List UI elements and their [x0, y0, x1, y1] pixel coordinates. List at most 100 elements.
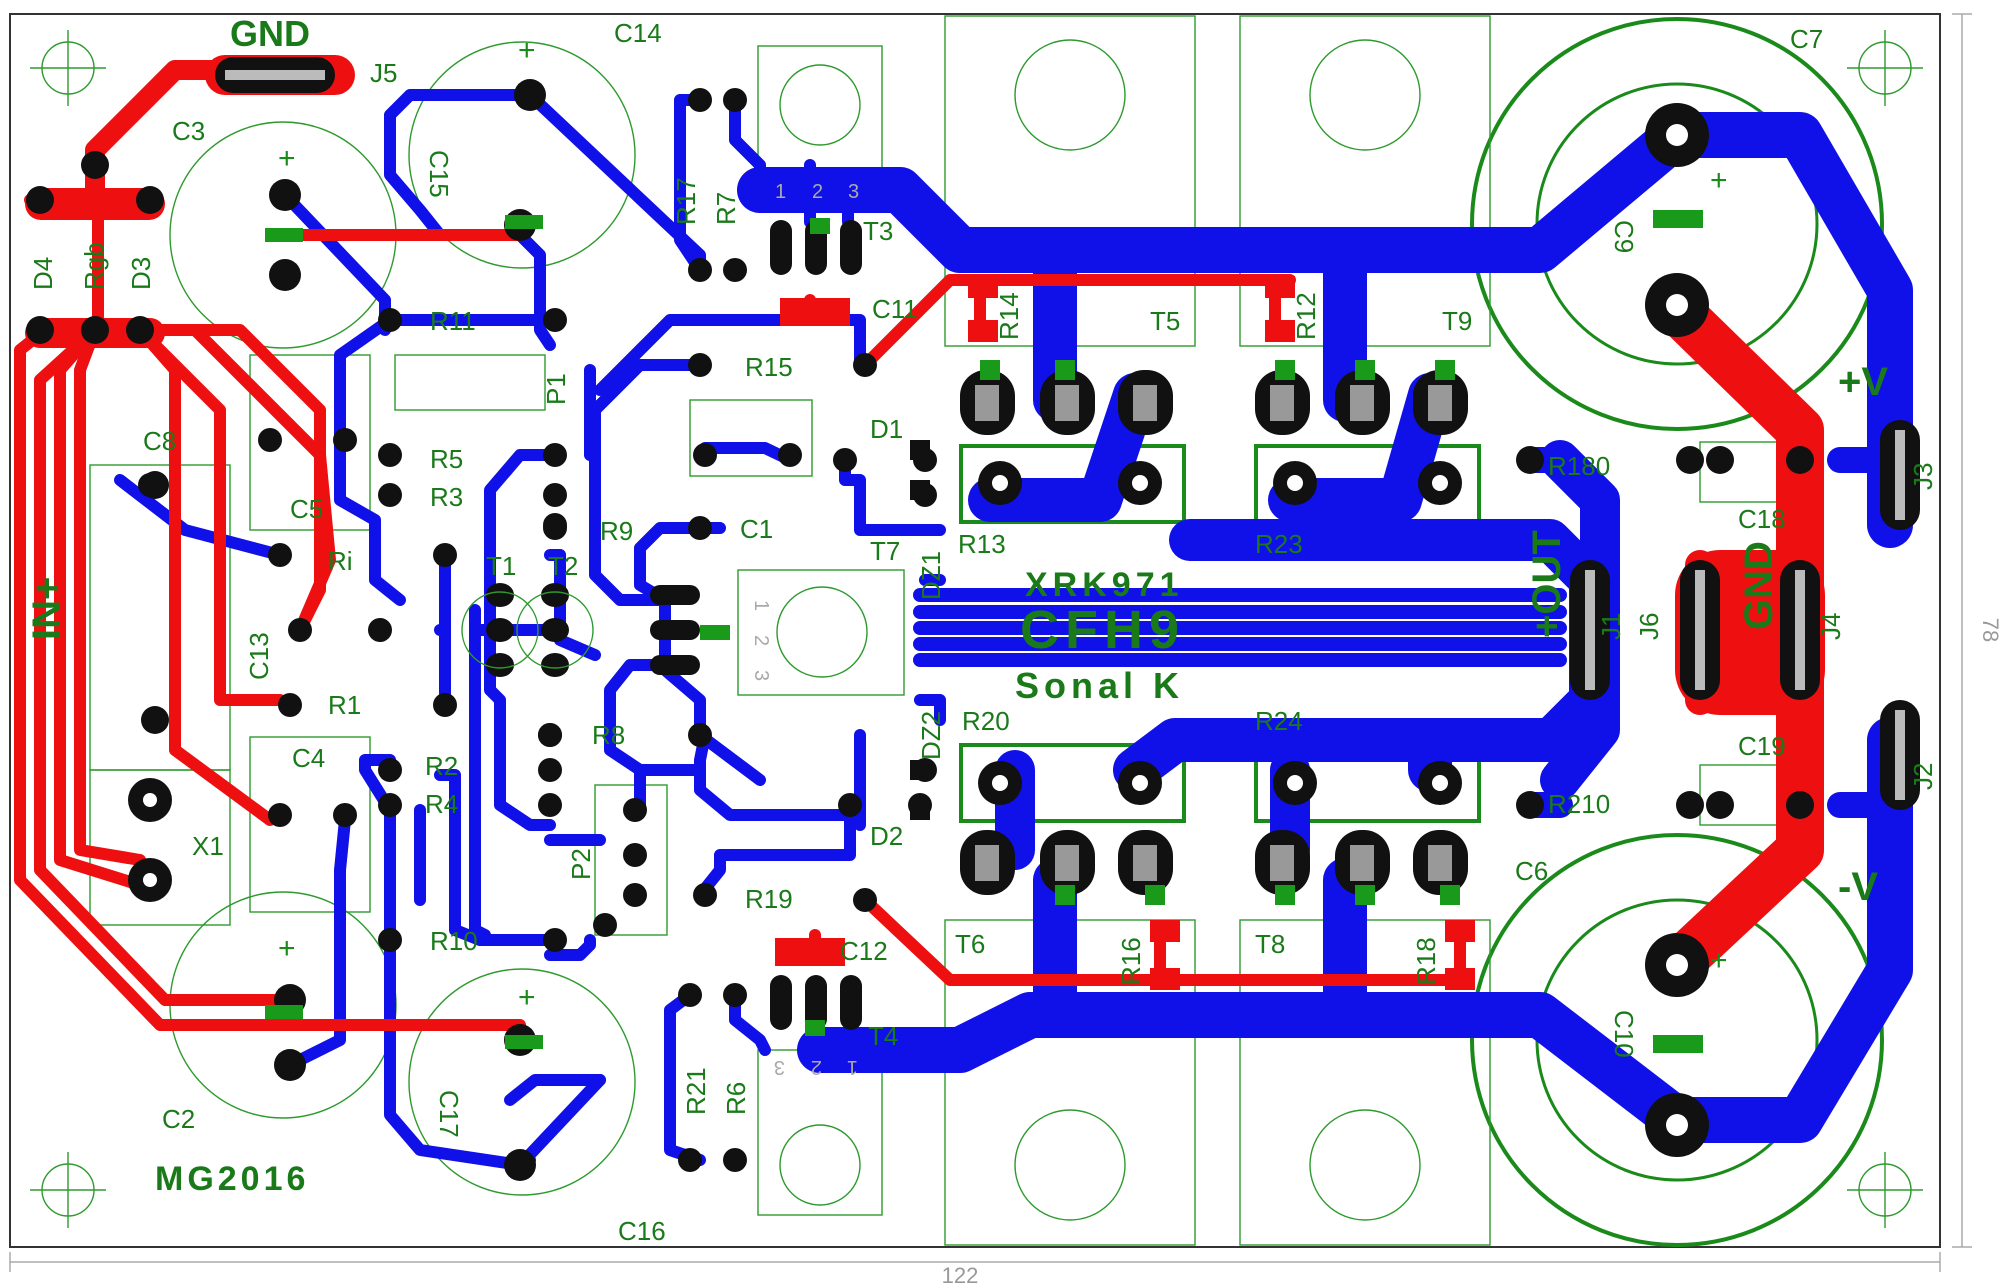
label-r11: R11: [430, 306, 476, 336]
label-t6: T6: [955, 929, 985, 959]
label-c9: C9: [1609, 220, 1639, 253]
label-c7: C7: [1790, 24, 1823, 54]
label-c14: C14: [614, 18, 662, 48]
label-p2: P2: [566, 848, 596, 880]
label-c3: C3: [172, 116, 205, 146]
label-output: +OUT: [1525, 530, 1569, 638]
svg-text:+: +: [518, 981, 536, 1014]
label-j1: J1: [1596, 613, 1626, 640]
label-d3: D3: [126, 257, 156, 290]
board-title-line1: XRK971: [1025, 566, 1184, 604]
label-d1: D1: [870, 414, 903, 444]
pin-numbers: 1 2 3 1 2 3 3 2 1: [750, 181, 859, 1078]
label-c1: C1: [740, 514, 773, 544]
board-title-line2: CFH9: [1020, 600, 1185, 660]
label-plus-v: +V: [1838, 360, 1888, 404]
label-c6: C6: [1515, 856, 1548, 886]
board-signature: MG2016: [155, 1160, 309, 1198]
component-labels: C14 C3 J5 C15 R17 R7 T3 C11 R14 T5 R12 T…: [28, 18, 1938, 1246]
label-c19: C19: [1738, 731, 1786, 761]
label-j2: J2: [1908, 763, 1938, 790]
label-j5: J5: [370, 58, 397, 88]
label-x1: X1: [192, 831, 224, 861]
pin-mid-2: 2: [750, 635, 772, 646]
label-r21: R21: [681, 1067, 711, 1115]
board-width-label: 122: [942, 1263, 979, 1288]
board-height-label: 78: [1978, 618, 1999, 642]
pin-top-1: 1: [775, 181, 786, 203]
label-gnd-right: GND: [1737, 541, 1781, 630]
smd-markers: [265, 210, 1703, 1053]
label-t9: T9: [1442, 306, 1472, 336]
label-ri: Ri: [328, 546, 353, 576]
board-title-line3: Sonal K: [1015, 665, 1184, 706]
label-r6: R6: [721, 1082, 751, 1115]
label-r10: R10: [430, 926, 478, 956]
pin-bottom-1: 1: [847, 1056, 858, 1078]
label-r17: R17: [671, 177, 701, 225]
label-r16: R16: [1116, 937, 1146, 985]
label-r7: R7: [711, 192, 741, 225]
label-d4: D4: [28, 257, 58, 290]
label-t2: T2: [548, 551, 578, 581]
label-j6: J6: [1634, 613, 1664, 640]
label-t5: T5: [1150, 306, 1180, 336]
pin-mid-1: 1: [750, 600, 772, 611]
svg-text:+: +: [1710, 944, 1728, 977]
pin-top-2: 2: [812, 181, 823, 203]
label-d2: D2: [870, 821, 903, 851]
label-t4: T4: [868, 1021, 898, 1051]
label-r15: R15: [745, 352, 793, 382]
label-c10: C10: [1609, 1010, 1639, 1058]
label-rgb: Rgb: [79, 242, 109, 290]
label-r2: R2: [425, 751, 458, 781]
label-c2: C2: [162, 1104, 195, 1134]
label-r12: R12: [1291, 292, 1321, 340]
label-gnd-top: GND: [230, 13, 310, 54]
svg-text:+: +: [278, 932, 296, 965]
label-r210: R210: [1548, 789, 1610, 819]
label-minus-v: -V: [1838, 865, 1878, 909]
pads: [26, 57, 1920, 1181]
label-c13: C13: [244, 632, 274, 680]
pin-bottom-3: 3: [774, 1056, 785, 1078]
label-r180: R180: [1548, 451, 1610, 481]
label-dz2: DZ2: [916, 711, 946, 760]
pin-mid-3: 3: [750, 670, 772, 681]
label-r4: R4: [425, 789, 458, 819]
label-c12: C12: [840, 936, 888, 966]
label-c15: C15: [424, 150, 454, 198]
label-r3: R3: [430, 482, 463, 512]
label-dz1: DZ1: [916, 551, 946, 600]
label-r1: R1: [328, 690, 361, 720]
svg-text:+: +: [278, 142, 296, 175]
label-t3: T3: [863, 216, 893, 246]
label-c8: C8: [143, 426, 176, 456]
label-t7: T7: [870, 536, 900, 566]
label-t1: T1: [486, 551, 516, 581]
label-c17: C17: [434, 1090, 464, 1138]
label-r23: R23: [1255, 529, 1303, 559]
label-r18: R18: [1411, 937, 1441, 985]
polarity-markers: + + + + + +: [278, 34, 1728, 1014]
svg-text:+: +: [518, 34, 536, 67]
label-c16: C16: [618, 1216, 666, 1246]
label-r20: R20: [962, 706, 1010, 736]
label-c5: C5: [290, 494, 323, 524]
label-p1: P1: [541, 373, 571, 405]
label-r14: R14: [994, 292, 1024, 340]
label-j4: J4: [1816, 613, 1846, 640]
label-r13: R13: [958, 529, 1006, 559]
mounting-holes: [30, 30, 1923, 1228]
svg-text:+: +: [1710, 164, 1728, 197]
label-input: IN+: [25, 577, 69, 640]
label-c18: C18: [1738, 504, 1786, 534]
label-j3: J3: [1908, 463, 1938, 490]
label-t8: T8: [1255, 929, 1285, 959]
label-r9: R9: [600, 516, 633, 546]
pin-top-3: 3: [848, 181, 859, 203]
label-c4: C4: [292, 743, 325, 773]
label-r8: R8: [592, 720, 625, 750]
label-r24: R24: [1255, 706, 1303, 736]
